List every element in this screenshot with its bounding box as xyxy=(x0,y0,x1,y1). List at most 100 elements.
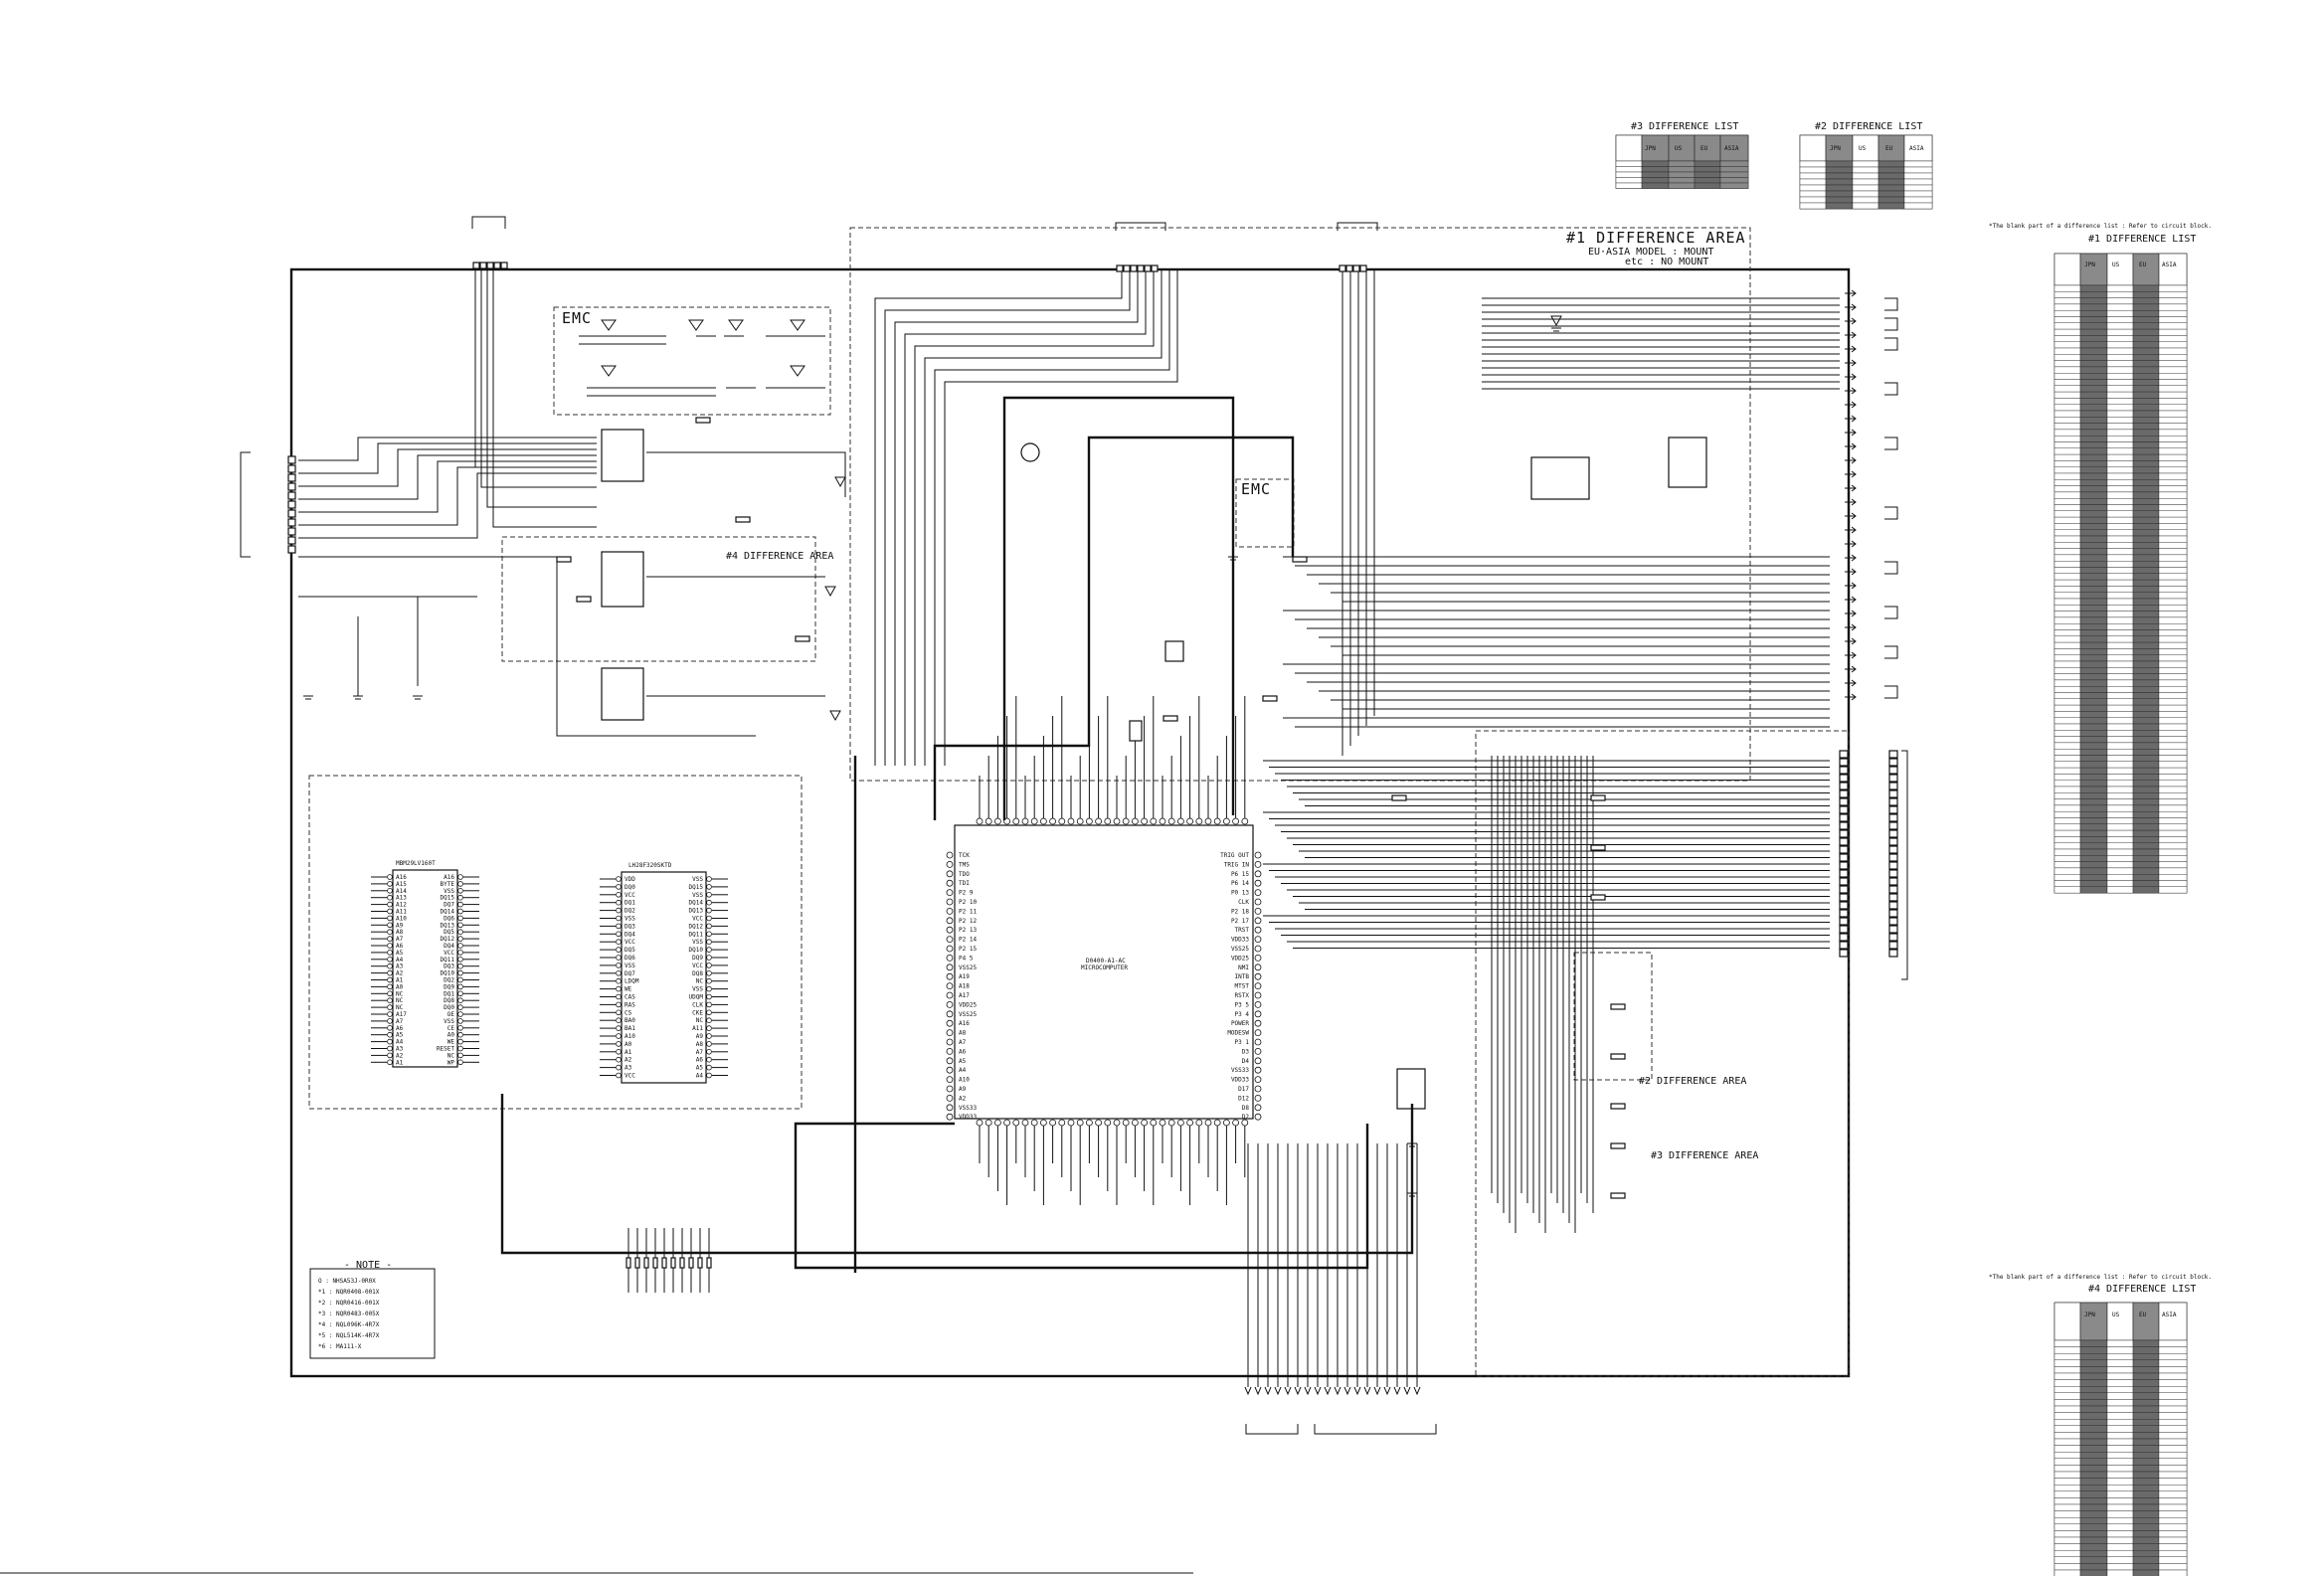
table-cell xyxy=(1903,166,1933,174)
table-cell xyxy=(2054,1385,2081,1393)
reset-ic xyxy=(1396,1068,1426,1110)
mem-pin xyxy=(387,990,393,997)
ic-pin xyxy=(1150,1119,1158,1127)
table-cell xyxy=(2054,466,2081,474)
table-cell xyxy=(2158,404,2188,412)
crystal xyxy=(1129,720,1143,742)
table-cell xyxy=(2132,485,2160,493)
table-cell xyxy=(2158,1418,2188,1426)
table-cell xyxy=(2132,523,2160,530)
ic-pin-label: D17 xyxy=(1238,1086,1249,1093)
table-cell xyxy=(2158,880,2188,888)
table-cell xyxy=(1615,182,1643,189)
trace xyxy=(1845,373,1857,381)
table-cell xyxy=(2132,1563,2160,1571)
table-cell xyxy=(2106,385,2134,393)
table-cell xyxy=(2079,1379,2108,1387)
ic-pin-label: A7 xyxy=(959,1039,967,1046)
table-cell xyxy=(1903,178,1933,186)
emc-label-2: EMC xyxy=(1241,480,1271,498)
trace xyxy=(1845,693,1857,701)
table-cell xyxy=(2054,673,2081,681)
table-cell xyxy=(2054,1497,2081,1505)
table-cell xyxy=(2132,1490,2160,1498)
mem-pin-label: A7 xyxy=(396,1018,404,1025)
connector-pin xyxy=(287,527,296,536)
table-cell xyxy=(2132,686,2160,693)
table-cell xyxy=(1852,160,1879,168)
ic-pin-label: TRST xyxy=(1235,927,1250,934)
ic-pin xyxy=(1076,817,1084,825)
trace xyxy=(1884,382,1898,396)
mem-pin-label: VDD xyxy=(625,876,635,883)
table-cell xyxy=(2132,1405,2160,1413)
driver-ic-1 xyxy=(1530,456,1590,500)
mem-pin-label: A6 xyxy=(396,943,404,950)
table-cell xyxy=(2132,441,2160,449)
table-cell xyxy=(2106,1352,2134,1360)
ic-pin xyxy=(1254,908,1262,915)
trace xyxy=(1845,568,1857,576)
mem-pin-label: DQ3 xyxy=(444,963,454,970)
mem-pin xyxy=(457,976,463,983)
table-cell xyxy=(2079,592,2108,600)
connector-pin xyxy=(1839,917,1849,926)
table-cell xyxy=(2054,516,2081,524)
table-cell xyxy=(2106,804,2134,812)
table-cell xyxy=(2079,717,2108,725)
list4-column-headers: JPN US EU ASIA xyxy=(2084,1312,2177,1318)
table-cell xyxy=(2132,692,2160,700)
mem-pin xyxy=(387,1025,393,1031)
connector-pin xyxy=(1839,782,1849,790)
mem-pin xyxy=(616,915,622,922)
top-connector-brackets xyxy=(471,216,1378,231)
table-cell xyxy=(2132,417,2160,424)
mem-pin xyxy=(706,1049,712,1055)
resistor xyxy=(1590,894,1606,901)
table-cell xyxy=(2054,1392,2081,1400)
ic-pin xyxy=(1049,1119,1056,1127)
mem-pin xyxy=(706,1033,712,1039)
table-cell xyxy=(2054,573,2081,581)
connector-pin xyxy=(287,536,296,545)
table-cell xyxy=(2054,579,2081,587)
table-cell xyxy=(2079,736,2108,744)
table-cell xyxy=(2132,398,2160,405)
table-cell xyxy=(2132,373,2160,380)
table-cell xyxy=(2132,855,2160,862)
trace xyxy=(1884,561,1898,575)
table-cell xyxy=(2106,1490,2134,1498)
ic-pin xyxy=(1104,817,1112,825)
table-header-cell xyxy=(1641,134,1670,162)
mem-pin xyxy=(457,887,463,894)
table-header-cell xyxy=(2132,253,2160,286)
trace xyxy=(1845,415,1857,423)
mem-pin-label: A9 xyxy=(696,1033,704,1040)
mem-pin-label: DQ5 xyxy=(625,947,635,954)
trace xyxy=(646,451,846,697)
connector-pin xyxy=(1839,877,1849,886)
mem-pin-label: A12 xyxy=(396,902,407,909)
ic-pin-label: TRIG OUT xyxy=(1220,852,1249,859)
mem-pin xyxy=(387,956,393,963)
table-cell xyxy=(1877,190,1905,198)
ic-pin xyxy=(1254,889,1262,896)
ic-pin xyxy=(1204,1119,1212,1127)
table-cell xyxy=(2158,780,2188,788)
table-cell xyxy=(2158,316,2188,324)
table-cell xyxy=(2106,429,2134,437)
table-cell xyxy=(2158,398,2188,405)
table-cell xyxy=(2079,466,2108,474)
table-cell xyxy=(2106,867,2134,875)
emc-label-1: EMC xyxy=(562,309,592,327)
table-cell xyxy=(2132,654,2160,662)
mem-pin-label: BA1 xyxy=(625,1025,635,1032)
table-cell xyxy=(2158,1339,2188,1347)
ic-pin xyxy=(946,1038,954,1046)
table-cell xyxy=(2106,774,2134,781)
mem-pin xyxy=(706,891,712,898)
table-cell xyxy=(2079,667,2108,674)
connector-pin xyxy=(1888,901,1898,910)
table-cell xyxy=(2054,498,2081,505)
table-cell xyxy=(2079,1359,2108,1367)
